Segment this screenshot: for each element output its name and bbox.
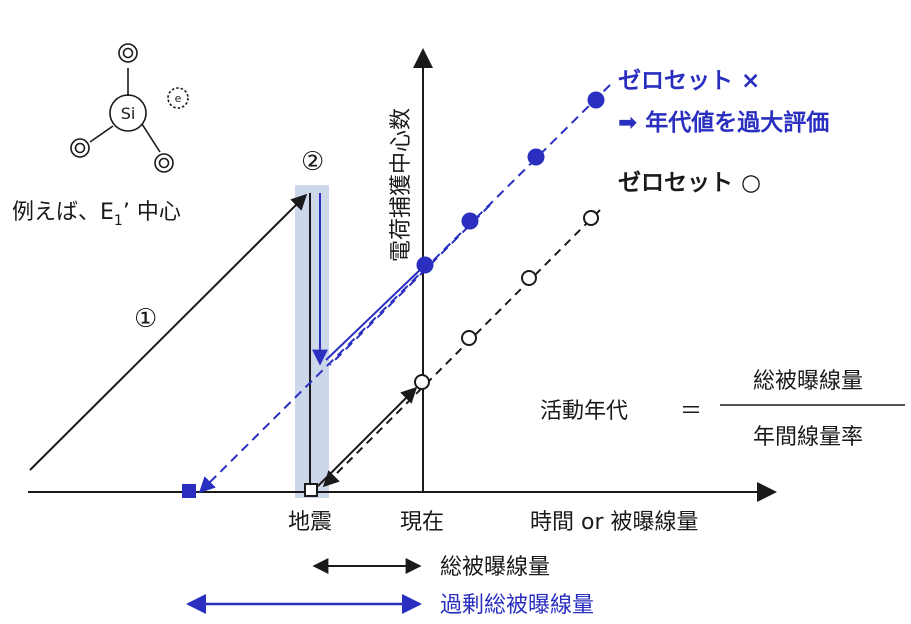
earthquake-highlight-band xyxy=(295,185,329,498)
open-dot-present xyxy=(414,374,430,390)
oxygen-atom-left xyxy=(70,138,90,158)
excess-dose-label: 過剰総被曝線量 xyxy=(440,593,594,618)
si-molecule-icon xyxy=(70,43,189,173)
step-one-marker: ① xyxy=(134,304,157,334)
regrowth-line-black xyxy=(317,386,418,487)
blue-filled-square xyxy=(182,484,196,498)
blue-dot-2 xyxy=(461,212,479,230)
blue-dot-3 xyxy=(527,148,545,166)
regrowth-line-blue xyxy=(325,267,423,361)
blue-dashed-line-parallel xyxy=(329,204,491,366)
blue-dot-present xyxy=(416,256,434,274)
earthquake-label: 地震 xyxy=(288,510,332,535)
earthquake-open-square xyxy=(304,483,318,497)
zero-reset-yes-label: ゼロセット ○ xyxy=(618,170,761,196)
electron-label: e xyxy=(175,92,182,105)
total-dose-label: 総被曝線量 xyxy=(440,555,550,580)
present-label: 現在 xyxy=(400,510,444,535)
si-label: Si xyxy=(121,104,136,123)
formula-numerator: 総被曝線量 xyxy=(753,369,863,394)
black-dashed-line xyxy=(322,209,601,488)
oxygen-atom-top xyxy=(118,43,138,63)
zero-reset-no-label: ゼロセット × xyxy=(618,68,760,94)
step-two-marker: ② xyxy=(301,147,324,177)
example-center-text: 例えば、E1’ 中心 xyxy=(12,200,181,229)
growth-line-black xyxy=(29,193,308,471)
formula-equals: ＝ xyxy=(680,399,702,424)
overestimate-label: ➡年代値を過大評価 xyxy=(618,109,829,136)
open-dot-4 xyxy=(583,210,599,226)
electron-dashed xyxy=(167,87,189,109)
blue-dot-4 xyxy=(587,91,605,109)
y-axis-label: 電荷捕獲中心数 xyxy=(389,108,414,262)
open-dot-3 xyxy=(521,270,537,286)
oxygen-atom-bottom xyxy=(154,153,174,173)
si-atom xyxy=(109,94,147,132)
formula-denominator: 年間線量率 xyxy=(753,425,863,450)
x-axis-label: 時間 or 被曝線量 xyxy=(530,510,699,535)
formula-lhs: 活動年代 xyxy=(540,399,628,424)
open-dot-2 xyxy=(461,330,477,346)
